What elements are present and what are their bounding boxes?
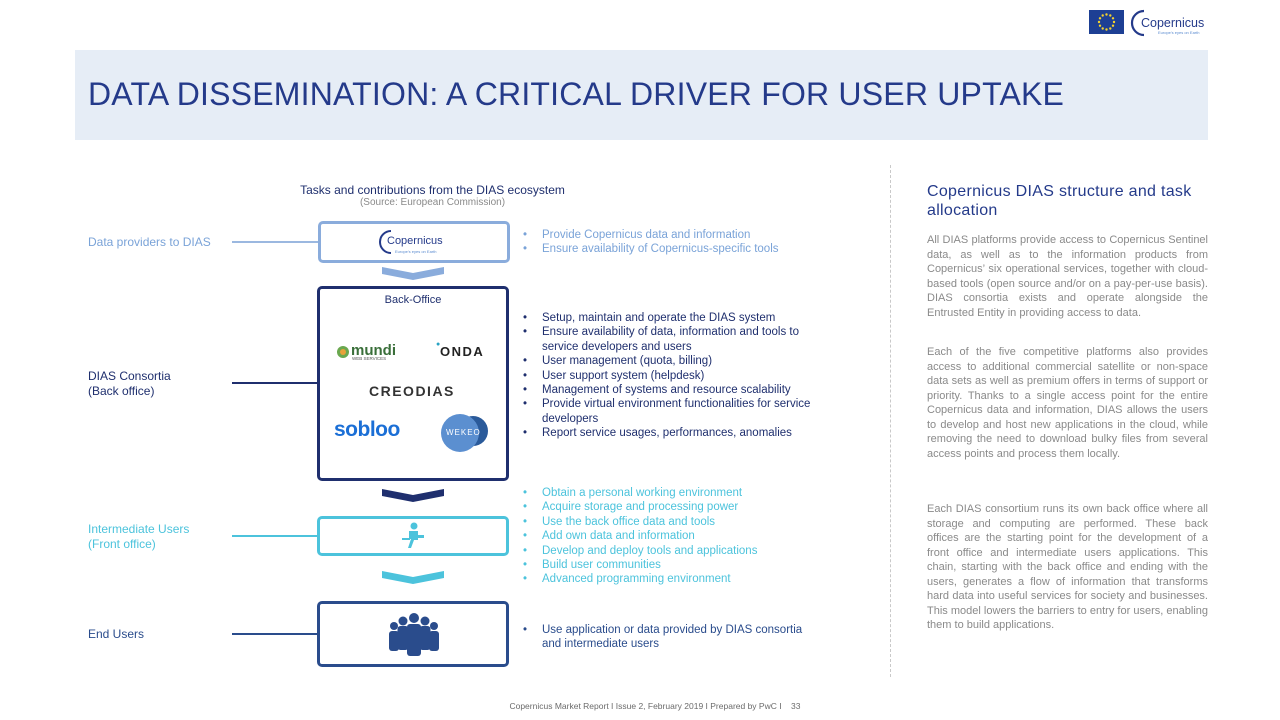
back-office-box <box>317 286 509 481</box>
eu-flag-icon <box>1089 10 1124 34</box>
mundi-logo: mundi WEB SERVICES <box>336 342 398 363</box>
chevron-down-icon <box>382 267 444 280</box>
footer-text: Copernicus Market Report I Issue 2, Febr… <box>509 701 782 711</box>
list-item: Management of systems and resource scala… <box>522 383 822 398</box>
level-label-end-users: End Users <box>88 627 145 641</box>
diagram-source: (Source: European Commission) <box>359 197 506 208</box>
chevron-down-icon <box>382 571 444 584</box>
list-item: Develop and deploy tools and application… <box>522 544 822 559</box>
list-item: Build user communities <box>522 558 822 573</box>
wekeo-logo: WEKEO <box>439 414 491 454</box>
person-at-desk-icon <box>402 522 424 548</box>
back-office-title: Back-Office <box>384 294 442 306</box>
sidebar-paragraph: Each DIAS consortium runs its own back o… <box>927 503 1208 631</box>
page-title: DATA DISSEMINATION: A CRITICAL DRIVER FO… <box>88 76 1065 112</box>
consortia-label-line2: (Back office) <box>88 384 155 398</box>
logo-wordmark: Copernicus <box>1141 16 1205 30</box>
list-item: User support system (helpdesk) <box>522 369 822 384</box>
connector-line <box>232 633 318 635</box>
sidebar-paragraph: Each of the five competitive platforms a… <box>927 346 1208 460</box>
consortia-label-line1: DIAS Consortia <box>88 369 171 383</box>
list-item: Use application or data provided by DIAS… <box>522 623 822 652</box>
connector-line <box>232 241 318 243</box>
list-item: Provide virtual environment functionalit… <box>522 397 822 426</box>
list-item: User management (quota, billing) <box>522 354 822 369</box>
sidebar-title: Copernicus DIAS structure and task alloc… <box>927 183 1192 219</box>
copernicus-logo: Copernicus Europe's eyes on Earth <box>1130 8 1210 38</box>
providers-logo-tagline: Europe's eyes on Earth <box>395 249 437 254</box>
list-item: Ensure availability of data, information… <box>522 325 822 354</box>
providers-box: Copernicus Europe's eyes on Earth <box>318 221 510 263</box>
list-item: Setup, maintain and operate the DIAS sys… <box>522 311 822 326</box>
sidebar-paragraph: All DIAS platforms provide access to Cop… <box>927 234 1208 319</box>
users-group-icon <box>389 613 439 656</box>
list-item: Advanced programming environment <box>522 572 822 587</box>
list-item: Obtain a personal working environment <box>522 486 822 501</box>
connector-line <box>232 535 318 537</box>
onda-logo: ● ONDA <box>436 341 485 359</box>
intermediate-bullets: Obtain a personal working environment Ac… <box>522 486 822 587</box>
end-users-bullets: Use application or data provided by DIAS… <box>522 623 822 652</box>
list-item: Acquire storage and processing power <box>522 500 822 515</box>
sobloo-logo: sobloo <box>334 418 400 441</box>
list-item: Use the back office data and tools <box>522 515 822 530</box>
intermediate-label-line1: Intermediate Users <box>88 522 190 536</box>
consortia-bullets: Setup, maintain and operate the DIAS sys… <box>522 311 822 441</box>
list-item: Report service usages, performances, ano… <box>522 426 822 441</box>
chevron-down-icon <box>382 489 444 502</box>
diagram-heading: Tasks and contributions from the DIAS ec… <box>300 183 565 197</box>
end-users-box <box>317 601 509 667</box>
column-divider <box>890 165 891 677</box>
level-label-intermediate: Intermediate Users (Front office) <box>88 522 189 552</box>
providers-logo-text: Copernicus <box>387 235 443 247</box>
page-number: 33 <box>791 701 801 711</box>
creodias-logo: CREODIAS <box>369 383 455 399</box>
list-item: Provide Copernicus data and information <box>522 228 822 243</box>
providers-bullets: Provide Copernicus data and information … <box>522 228 822 257</box>
footer: Copernicus Market Report I Issue 2, Febr… <box>420 701 890 711</box>
intermediate-box <box>317 516 509 556</box>
title-band <box>75 50 1208 140</box>
level-label-consortia: DIAS Consortia (Back office) <box>88 369 171 399</box>
list-item: Add own data and information <box>522 529 822 544</box>
level-label-providers: Data providers to DIAS <box>88 235 211 249</box>
dot-icon: ● <box>436 341 441 348</box>
intermediate-label-line2: (Front office) <box>88 537 156 551</box>
connector-line <box>232 382 318 384</box>
list-item: Ensure availability of Copernicus-specif… <box>522 242 822 257</box>
logo-tagline: Europe's eyes on Earth <box>1158 30 1200 35</box>
